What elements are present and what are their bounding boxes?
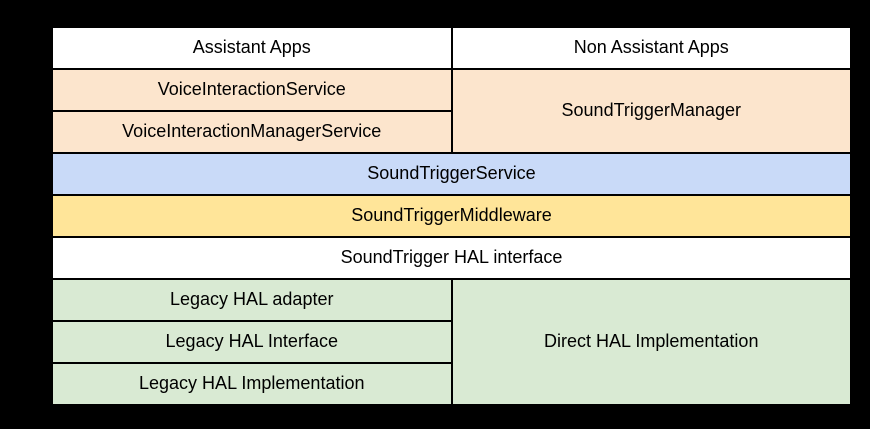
cell-legacy-hal-adapter: Legacy HAL adapter (53, 280, 451, 320)
cell-sound-trigger-hal-interface: SoundTrigger HAL interface (53, 238, 850, 278)
cell-voice-interaction-manager-service: VoiceInteractionManagerService (53, 112, 451, 152)
cell-voice-interaction-service: VoiceInteractionService (53, 70, 451, 110)
soundtrigger-stack-diagram: Assistant Apps Non Assistant Apps VoiceI… (53, 28, 850, 404)
cell-direct-hal-implementation: Direct HAL Implementation (452, 280, 850, 404)
cell-sound-trigger-service: SoundTriggerService (53, 154, 850, 194)
cell-sound-trigger-middleware: SoundTriggerMiddleware (53, 196, 850, 236)
cell-non-assistant-apps: Non Assistant Apps (452, 28, 850, 68)
cell-legacy-hal-implementation: Legacy HAL Implementation (53, 364, 451, 404)
cell-legacy-hal-interface: Legacy HAL Interface (53, 322, 451, 362)
cell-assistant-apps: Assistant Apps (53, 28, 451, 68)
cell-sound-trigger-manager: SoundTriggerManager (452, 70, 850, 152)
